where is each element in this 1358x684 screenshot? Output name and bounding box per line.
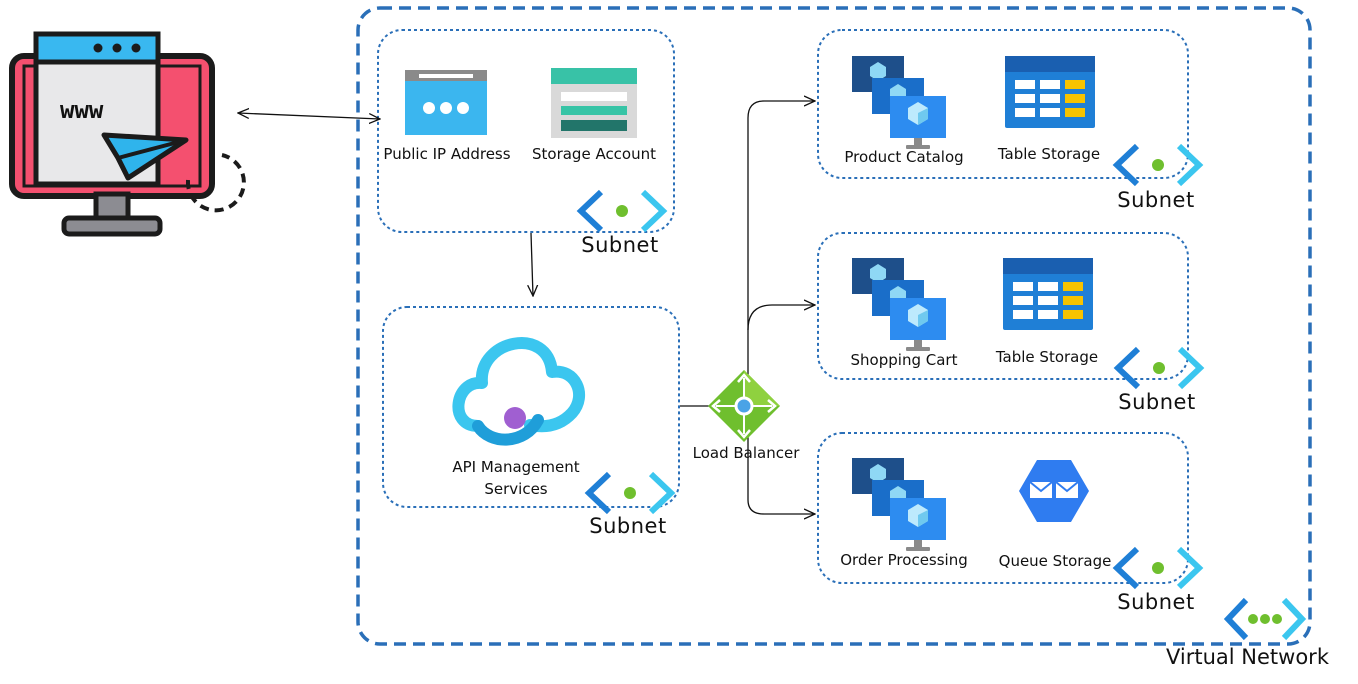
- subnet-box-edge: [377, 29, 675, 233]
- virtual-network-label: Virtual Network: [1166, 645, 1329, 669]
- load-balancer-icon: [708, 370, 780, 442]
- queue-storage-label: Queue Storage: [998, 552, 1112, 570]
- public-ip-icon: [405, 70, 487, 135]
- api-management-label: API Management Services: [452, 458, 580, 498]
- virtual-machines-icon: [852, 458, 946, 551]
- queue-storage-icon: [1019, 460, 1089, 522]
- shopping-cart-label: Shopping Cart: [850, 351, 958, 369]
- lb-to-cart-connector: [747, 305, 815, 331]
- storage-account-label: Storage Account: [531, 145, 657, 163]
- subnet-box-api: [382, 306, 680, 508]
- edge-to-api-connector: [531, 232, 533, 296]
- lb-to-catalog-connector: [747, 101, 815, 376]
- subnet-icon: [1118, 349, 1200, 387]
- virtual-machines-icon: [852, 258, 946, 351]
- storage-account-icon: [551, 68, 637, 138]
- public-ip-label: Public IP Address: [383, 145, 511, 163]
- table-storage-icon: [1003, 258, 1093, 330]
- subnet-box-catalog: [817, 29, 1189, 179]
- subnet-box-orders: [817, 432, 1189, 584]
- table-storage-icon: [1005, 56, 1095, 128]
- order-processing-label: Order Processing: [840, 551, 968, 569]
- subnet-label-cart: Subnet: [1118, 390, 1196, 414]
- virtual-machines-icon: [852, 56, 946, 149]
- subnet-icon: [1117, 146, 1199, 184]
- api-management-icon: [452, 337, 586, 446]
- virtual-network-boundary: [356, 6, 1312, 646]
- load-balancer-label: Load Balancer: [692, 444, 800, 462]
- table-storage-label: Table Storage: [995, 348, 1099, 366]
- subnet-box-cart: [817, 232, 1189, 380]
- client-connector: [238, 113, 380, 119]
- subnet-label-orders: Subnet: [1117, 590, 1195, 614]
- web-browser-icon: [9, 31, 246, 237]
- www-label: www: [60, 96, 104, 124]
- subnet-label-catalog: Subnet: [1117, 188, 1195, 212]
- product-catalog-label: Product Catalog: [844, 148, 964, 166]
- virtual-network-icon: [1223, 597, 1307, 641]
- table-storage-label: Table Storage: [997, 145, 1101, 163]
- subnet-icon: [581, 192, 663, 230]
- subnet-label-edge: Subnet: [581, 233, 659, 257]
- subnet-label-api: Subnet: [589, 514, 667, 538]
- lb-to-orders-connector: [747, 436, 815, 514]
